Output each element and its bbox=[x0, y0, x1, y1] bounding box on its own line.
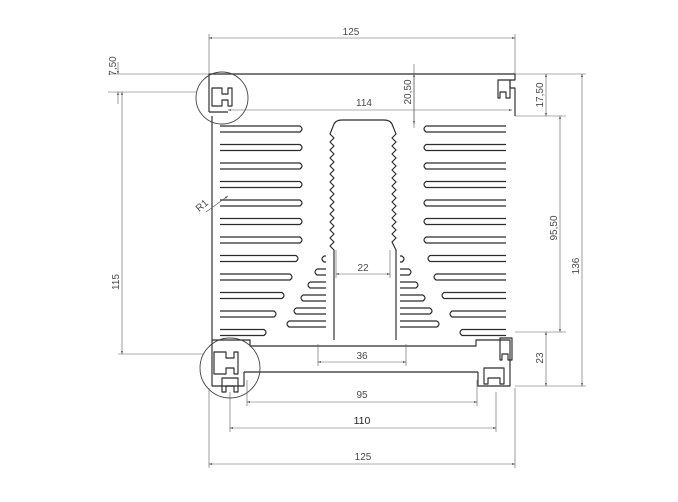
right-fin bbox=[441, 291, 506, 300]
profile-frame bbox=[208, 73, 516, 387]
inner-right-fin bbox=[400, 255, 405, 263]
dim-foot-height: 23 bbox=[535, 352, 546, 364]
center-serrated-channel bbox=[329, 119, 397, 340]
inner-right-fin bbox=[400, 307, 433, 315]
right-fin bbox=[423, 199, 506, 207]
left-fin bbox=[220, 328, 267, 337]
right-fin bbox=[459, 328, 506, 337]
right-fin-group bbox=[423, 125, 506, 337]
dim-radius: R1 bbox=[194, 197, 211, 214]
dim-rail-inner: 95 bbox=[356, 390, 368, 401]
left-fin-group bbox=[220, 125, 303, 337]
right-fin bbox=[423, 143, 506, 152]
left-fin bbox=[220, 180, 303, 189]
left-fin bbox=[220, 273, 293, 281]
top-left-t-slot bbox=[211, 87, 233, 107]
right-fin bbox=[423, 125, 506, 133]
right-fin bbox=[423, 180, 506, 189]
left-fin bbox=[220, 254, 299, 263]
inner-right-fin bbox=[400, 281, 419, 289]
dim-fin-height: 95,50 bbox=[549, 215, 560, 240]
inner-left-fin bbox=[321, 255, 326, 263]
inner-left-fin bbox=[307, 281, 326, 289]
left-fin bbox=[220, 217, 303, 226]
top-detail-circle bbox=[195, 71, 249, 125]
right-fin bbox=[423, 236, 506, 244]
top-slot-detail bbox=[195, 71, 249, 125]
dim-bottom-width: 125 bbox=[355, 452, 372, 463]
dimension-labels: 125 125 110 95 36 22 114 20,50 7,50 115 … bbox=[108, 27, 582, 463]
dim-left-lip: 7,50 bbox=[108, 56, 119, 76]
center-fin-group bbox=[286, 255, 440, 328]
dim-center-channel: 22 bbox=[357, 263, 369, 274]
bottom-left-rail-slot bbox=[221, 377, 239, 393]
right-fin bbox=[433, 273, 506, 281]
left-fin bbox=[220, 310, 277, 318]
left-fin bbox=[220, 162, 303, 170]
inner-right-fin bbox=[400, 320, 440, 328]
dim-inner-width: 114 bbox=[356, 98, 372, 109]
dim-top-width: 125 bbox=[343, 27, 360, 38]
bottom-right-rail-slot bbox=[483, 367, 505, 385]
heatsink-outline bbox=[208, 73, 516, 387]
dim-bottom-gap: 36 bbox=[356, 351, 368, 362]
left-fin bbox=[220, 125, 303, 133]
right-fin bbox=[427, 254, 506, 263]
left-fin bbox=[220, 143, 303, 152]
inner-left-fin bbox=[314, 268, 326, 276]
dim-top-offset: 20,50 bbox=[403, 79, 414, 104]
right-fin bbox=[423, 162, 506, 170]
left-fin bbox=[220, 199, 303, 207]
dim-rail-outer: 110 bbox=[354, 415, 371, 427]
left-fin bbox=[220, 291, 285, 300]
inner-left-fin bbox=[293, 307, 326, 315]
inner-right-fin bbox=[400, 294, 426, 302]
inner-right-fin bbox=[400, 268, 412, 276]
right-fin bbox=[449, 310, 506, 318]
dim-right-top: 17,50 bbox=[535, 82, 546, 107]
right-fin bbox=[423, 217, 506, 226]
bottom-left-t-slot bbox=[213, 351, 239, 375]
dim-total-height: 136 bbox=[571, 257, 582, 274]
dimension-lines bbox=[108, 34, 586, 468]
top-right-t-slot bbox=[497, 79, 511, 99]
right-mid-t-slot bbox=[499, 337, 513, 361]
inner-left-fin bbox=[286, 320, 326, 328]
left-fin bbox=[220, 236, 303, 244]
dim-left-height: 115 bbox=[111, 274, 122, 290]
inner-left-fin bbox=[300, 294, 326, 302]
